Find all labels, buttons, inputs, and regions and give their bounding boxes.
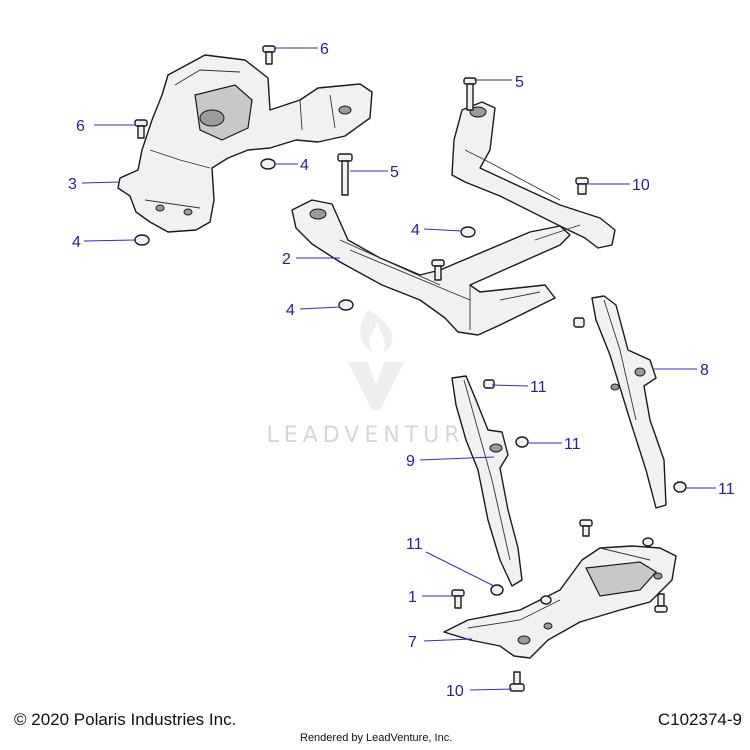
callout-4-left: 4 [72,234,81,251]
leader-11-a [491,384,529,387]
fastener-bolt-10-upper [575,177,589,195]
fastener-nut-11d [490,584,504,596]
callout-4-upper: 4 [300,157,309,174]
fastener-spacer-lower-right [642,537,654,547]
callout-11-d: 11 [406,536,423,553]
fastener-spacer-upper-right [573,317,585,328]
watermark-logo [348,310,404,410]
fastener-spacer-lower-left [540,595,552,605]
fastener-nut-11a [483,379,495,389]
callout-3: 3 [68,176,77,193]
part-3-front-bracket [117,54,373,233]
fastener-nut-4c [460,226,476,238]
callout-4-lower: 4 [286,302,295,319]
callout-8: 8 [700,362,709,379]
callout-11-a: 11 [530,379,547,396]
part-2-cross-frame [291,199,571,336]
callout-4-center: 4 [411,222,420,239]
fastener-nut-11b [515,436,529,448]
fastener-nut-4d [338,299,354,311]
leader-4-left [83,239,137,242]
copyright-notice: © 2020 Polaris Industries Inc. [14,710,237,729]
leader-3 [81,181,121,184]
part-2-rear-arm [451,101,616,249]
callout-10-upper: 10 [632,177,650,194]
callout-6-top: 6 [320,41,329,58]
fastener-bolt-5-center [337,153,353,196]
diagram-code: C102374-9 [657,710,742,729]
leader-11-d [425,551,495,587]
leader-7 [423,638,473,642]
leader-10-lower [469,688,513,691]
fastener-bolt-10-lower [509,671,525,692]
part-9-left-rail [451,375,523,587]
leader-4-center [423,228,463,232]
callout-6-left: 6 [76,118,85,135]
callout-10-lower: 10 [446,683,464,700]
callout-1: 1 [408,589,417,606]
fastener-bolt-lower-right-top [579,519,593,537]
leader-9 [419,456,495,461]
leader-4-lower [299,306,341,310]
fastener-nut-11c [673,481,687,493]
fastener-bolt-6-left [134,119,148,139]
watermark-text: LEADVENTURE [267,423,484,448]
callout-5-center: 5 [390,164,399,181]
fastener-nut-4b [134,234,150,246]
fastener-bolt-lower-right-side [654,593,668,613]
callout-11-b: 11 [564,436,581,453]
callout-5-upper: 5 [515,74,524,91]
fastener-bolt-center-frame [431,259,445,281]
fastener-nut-4a [260,158,276,170]
part-7-rear-crossmember [443,545,677,659]
callout-7: 7 [408,634,417,651]
fastener-bolt-6-top [262,45,276,65]
rendered-by-credit: Rendered by LeadVenture, Inc. [300,732,453,744]
fastener-bolt-5-upper [463,77,477,111]
part-8-right-rail [591,295,667,509]
fastener-bolt-1 [451,589,465,609]
callout-2: 2 [282,251,291,268]
callout-11-c: 11 [718,481,735,498]
callout-9: 9 [406,453,415,470]
